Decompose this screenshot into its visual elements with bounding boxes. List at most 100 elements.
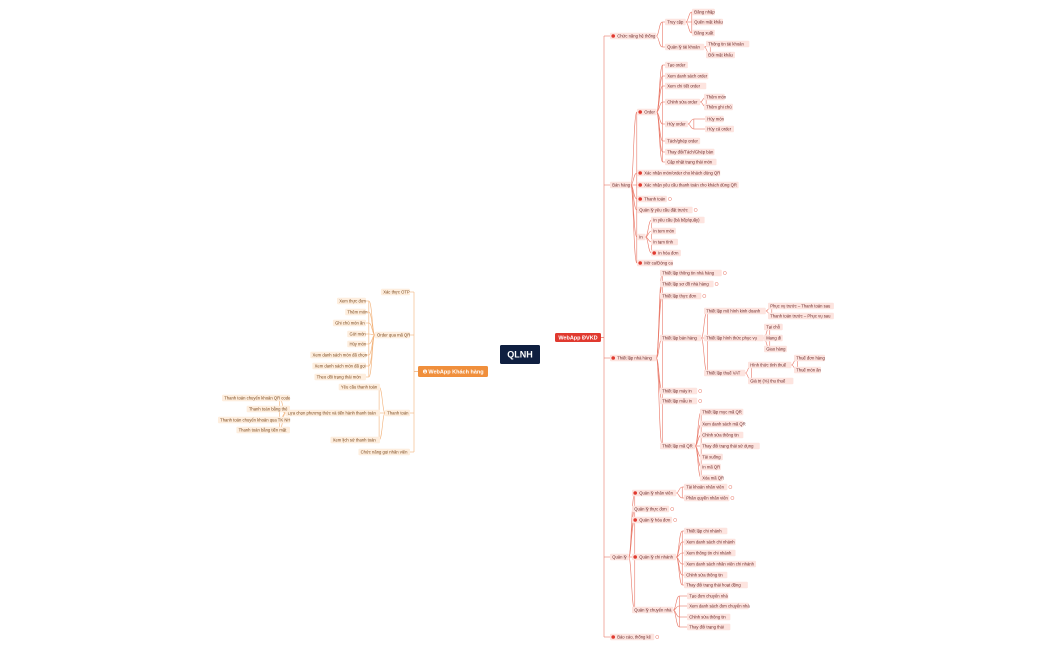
- topic-doi-mat-khau[interactable]: Đổi mật khẩu: [706, 51, 735, 59]
- collapse-toggle-icon[interactable]: [714, 282, 719, 286]
- topic-thiet-lap-hinh-thuc-phuc-vu[interactable]: Thiết lập hình thức phục vụ: [704, 334, 764, 342]
- topic-xac-nhan-yeu-cau-thanh-toan-cho-khach-du[interactable]: Xác nhận yêu cầu thanh toán cho khách dù…: [637, 181, 739, 189]
- topic-ban-hang[interactable]: Bán hàng: [610, 181, 631, 189]
- topic-gia-tri-thu-thue[interactable]: Giá trị (%) thu thuế: [748, 377, 794, 385]
- collapse-toggle-icon[interactable]: [698, 399, 703, 403]
- topic-ghi-chu-mon-an[interactable]: Ghi chú món ăn: [332, 319, 366, 327]
- main-topic-khach-hang[interactable]: 1 WebApp Khách hàng: [418, 366, 488, 377]
- topic-thiet-lap-nha-hang[interactable]: Thiết lập nhà hàng: [610, 354, 657, 362]
- topic-xem-lich-su-thanh-toan[interactable]: Xem lịch sử thanh toán: [330, 436, 381, 444]
- topic-quan-ly-chi-nhanh[interactable]: Quản lý chi nhánh: [632, 553, 677, 561]
- topic-tai-xuong[interactable]: Tải xuống: [700, 453, 723, 461]
- topic-thue-mon-an[interactable]: Thuế món ăn: [794, 366, 822, 374]
- topic-tach-ghep-order[interactable]: Tách/ghép order: [665, 137, 701, 145]
- topic-phan-quyen-nhan-vien[interactable]: Phân quyền nhân viên: [684, 494, 735, 502]
- topic-thay-doi-trang-thai-hoat-dong[interactable]: Thay đổi trạng thái hoạt động: [684, 581, 748, 589]
- topic-xem-danh-sach-don-chuyen-nha[interactable]: Xem danh sách đơn chuyển nhà: [687, 602, 750, 610]
- topic-phuc-vu-truoc-thanh-toan-sau[interactable]: Phục vụ trước – Thanh toán sau: [768, 302, 834, 310]
- topic-huy-order[interactable]: Hủy order: [665, 120, 688, 128]
- topic-xem-danh-sach-nhan-vien-chi-nhanh[interactable]: Xem danh sách nhân viên chi nhánh: [684, 560, 757, 568]
- topic-tao-don-chuyen-nha[interactable]: Tạo đơn chuyển nhà: [687, 592, 728, 600]
- topic-thiet-lap-ma-qr[interactable]: Thiết lập mã QR: [660, 442, 696, 450]
- topic-truy-cap[interactable]: Truy cập: [665, 18, 686, 26]
- topic-quan-ly[interactable]: Quản lý: [610, 553, 629, 561]
- topic-quan-ly-yeu-cau-dat-truoc[interactable]: Quản lý yêu cầu đặt trước: [637, 206, 698, 214]
- topic-cap-nhat-trang-thai-mon[interactable]: Cập nhật trạng thái món: [665, 158, 717, 166]
- topic-chuc-nang-he-thong[interactable]: Chức năng hệ thống: [610, 32, 657, 40]
- topic-chinh-sua-thong-tin[interactable]: Chỉnh sửa thông tin: [687, 613, 731, 621]
- topic-thay-doi-trang-thai-su-dung[interactable]: Thay đổi trạng thái sử dụng: [700, 442, 760, 450]
- topic-xoa-ma-qr[interactable]: Xóa mã QR: [700, 474, 724, 482]
- topic-bao-cao-thong-ke[interactable]: Báo cáo, thống kê: [610, 633, 660, 641]
- topic-dang-xuat[interactable]: Đăng xuất: [692, 29, 715, 37]
- topic-tai-cho[interactable]: Tại chỗ: [764, 323, 783, 331]
- topic-dang-nhap[interactable]: Đăng nhập: [692, 8, 715, 16]
- topic-them-mon[interactable]: Thêm món: [704, 93, 727, 101]
- topic-thiet-lap-muc-ma-qr[interactable]: Thiết lập mục mã QR: [700, 408, 744, 416]
- topic-thiet-lap-mo-hinh-kinh-doanh[interactable]: Thiết lập mô hình kinh doanh: [704, 307, 766, 315]
- topic-in-hoa-don[interactable]: In hóa đơn: [651, 249, 681, 257]
- collapse-toggle-icon[interactable]: [728, 485, 733, 489]
- topic-quan-ly-chuyen-nha[interactable]: Quản lý chuyển nhà: [632, 606, 674, 614]
- topic-order-qua-ma-qr[interactable]: Order qua mã QR: [374, 331, 410, 339]
- topic-mo-ca-dong-ca[interactable]: Mở ca/Đóng ca: [637, 259, 673, 267]
- topic-xem-danh-sach-order[interactable]: Xem danh sách order: [665, 72, 709, 80]
- topic-xem-danh-sach-mon-da-goi[interactable]: Xem danh sách món đã gọi: [312, 362, 366, 370]
- topic-in-ma-qr[interactable]: In mã QR: [700, 463, 721, 471]
- collapse-toggle-icon[interactable]: [673, 518, 678, 522]
- topic-thay-doi-trang-thai[interactable]: Thay đổi trạng thái: [687, 623, 731, 631]
- topic-thanh-toan-bang-tien-mat[interactable]: Thanh toán bằng tiền mặt: [236, 426, 290, 434]
- topic-thanh-toan-chuyen-khoan-qua-tk-nh[interactable]: Thanh toán chuyển khoản qua TK NH: [217, 416, 290, 424]
- topic-huy-ca-order[interactable]: Hủy cả order: [705, 125, 734, 133]
- topic-them-mon[interactable]: Thêm món: [345, 308, 368, 316]
- topic-xac-nhan-mon-order-cho-khach-dung-qr[interactable]: Xác nhận món/order cho khách dùng QR: [637, 169, 720, 177]
- topic-thiet-lap-thong-tin-nha-hang[interactable]: Thiết lập thông tin nhà hàng: [660, 269, 727, 277]
- topic-thong-tin-tai-khoan[interactable]: Thông tin tài khoản: [706, 40, 750, 48]
- topic-chinh-sua-thong-tin[interactable]: Chỉnh sửa thông tin: [684, 571, 728, 579]
- topic-xem-chi-tiet-order[interactable]: Xem chi tiết order: [665, 82, 707, 90]
- collapse-toggle-icon[interactable]: [730, 496, 735, 500]
- topic-chuc-nang-goi-nhan-vien[interactable]: Chức năng gọi nhân viên: [358, 448, 410, 456]
- main-topic-dvkd[interactable]: WebApp ĐVKD: [555, 333, 601, 342]
- topic-chinh-sua-thong-tin[interactable]: Chỉnh sửa thông tin: [700, 431, 744, 439]
- topic-giao-hang[interactable]: Giao hàng: [764, 345, 787, 353]
- topic-thanh-toan-chuyen-khoan-qr-code[interactable]: Thanh toán chuyển khoản QR code: [222, 394, 291, 402]
- topic-yeu-cau-thanh-toan[interactable]: Yêu cầu thanh toán: [338, 383, 380, 391]
- topic-thiet-lap-mau-in[interactable]: Thiết lập mẫu in: [660, 397, 703, 405]
- collapse-toggle-icon[interactable]: [722, 271, 727, 275]
- topic-quen-mat-khau[interactable]: Quên mật khẩu: [692, 18, 724, 26]
- topic-lua-chon-phuong-thuc-va-tien-hanh-thanh-[interactable]: Lựa chọn phương thức và tiến hành thanh …: [285, 409, 380, 417]
- topic-xem-danh-sach-chi-nhanh[interactable]: Xem danh sách chi nhánh: [684, 538, 736, 546]
- topic-thiet-lap-may-in[interactable]: Thiết lập máy in: [660, 387, 703, 395]
- collapse-toggle-icon[interactable]: [670, 507, 675, 511]
- topic-in-tem-mon[interactable]: In tem món: [651, 227, 676, 235]
- topic-tao-order[interactable]: Tạo order: [665, 61, 688, 69]
- topic-xem-danh-sach-mon-da-chon[interactable]: Xem danh sách món đã chọn: [310, 351, 368, 359]
- collapse-toggle-icon[interactable]: [655, 635, 660, 639]
- topic-mang-di[interactable]: Mang đi: [764, 334, 783, 342]
- topic-thiet-lap-thuc-don[interactable]: Thiết lập thực đơn: [660, 292, 707, 300]
- topic-thay-doi-tach-ghep-ban[interactable]: Thay đổi/Tách/Ghép bàn: [665, 148, 715, 156]
- topic-thiet-lap-thue-vat[interactable]: Thiết lập thuế VAT: [704, 369, 746, 377]
- topic-xem-thuc-don[interactable]: Xem thực đơn: [337, 297, 367, 305]
- topic-xac-thuc-otp[interactable]: Xác thực OTP: [381, 288, 410, 296]
- topic-in[interactable]: In: [637, 233, 646, 241]
- topic-theo-doi-trang-thai-mon[interactable]: Theo dõi trạng thái món: [314, 373, 366, 381]
- topic-thanh-toan-truoc-phuc-vu-sau[interactable]: Thanh toán trước – Phục vụ sau: [768, 312, 834, 320]
- topic-order[interactable]: Order: [637, 108, 657, 116]
- topic-chinh-sua-order[interactable]: Chỉnh sửa order: [665, 98, 701, 106]
- topic-thue-don-hang[interactable]: Thuế đơn hàng: [794, 354, 825, 362]
- collapse-toggle-icon[interactable]: [693, 208, 698, 212]
- topic-gui-mon[interactable]: Gửi món: [347, 330, 366, 338]
- topic-quan-ly-nhan-vien[interactable]: Quản lý nhân viên: [632, 489, 677, 497]
- collapse-toggle-icon[interactable]: [702, 294, 707, 298]
- topic-tai-khoan-nhan-vien[interactable]: Tài khoản nhân viên: [684, 483, 733, 491]
- topic-thiet-lap-ban-hang[interactable]: Thiết lập bán hàng: [660, 334, 702, 342]
- topic-thanh-toan[interactable]: Thanh toán: [637, 195, 672, 203]
- topic-in-yeu-cau-ba-bep-quay[interactable]: In yêu cầu (bả bếp/quầy): [651, 216, 705, 224]
- topic-thiet-lap-so-do-nha-hang[interactable]: Thiết lập sơ đồ nhà hàng: [660, 280, 719, 288]
- topic-them-ghi-chu[interactable]: Thêm ghi chú: [704, 103, 733, 111]
- topic-huy-mon[interactable]: Hủy món: [705, 115, 725, 123]
- topic-huy-mon[interactable]: Hủy món: [347, 340, 367, 348]
- topic-xem-thong-tin-chi-nhanh[interactable]: Xem thông tin chi nhánh: [684, 549, 736, 557]
